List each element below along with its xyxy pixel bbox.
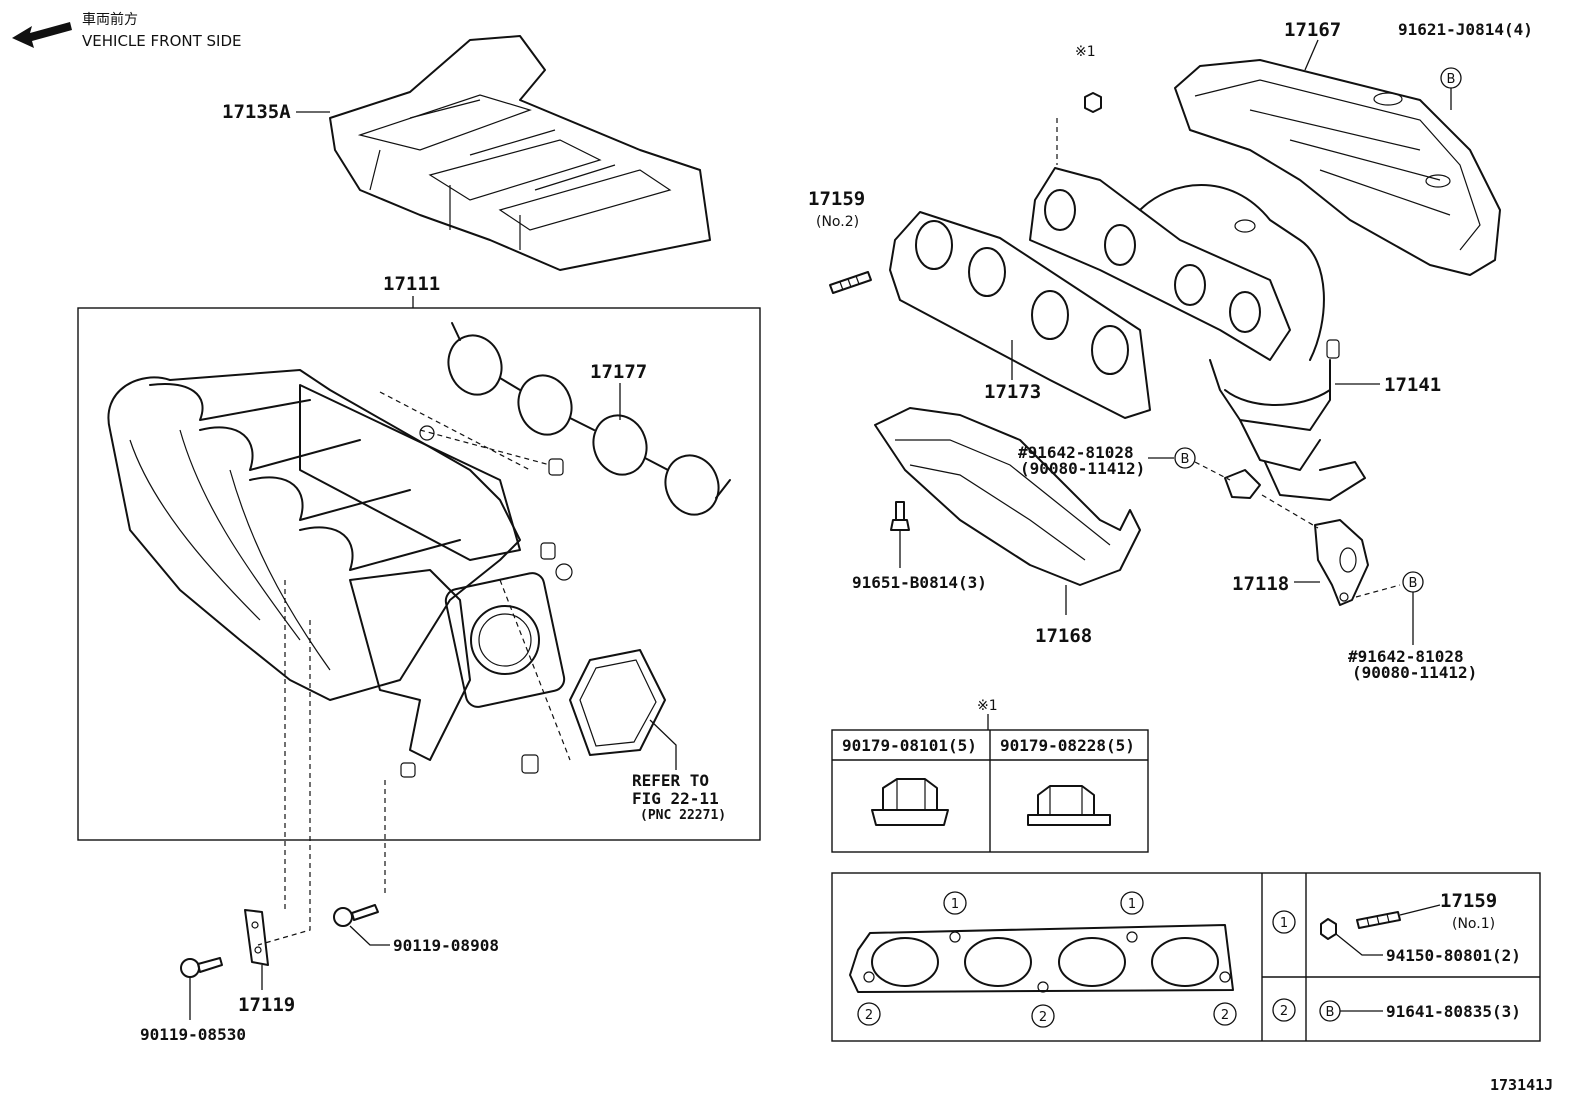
label-17118: 17118 (1232, 573, 1289, 595)
label-17141: 17141 (1384, 374, 1441, 396)
refer-line-1: REFER TO (632, 771, 709, 790)
stud-17159-no2 (829, 271, 872, 294)
intake-manifold-17111 (107, 369, 573, 778)
position-2-marker-c (1213, 1002, 1237, 1026)
stud-17159-no1 (1356, 911, 1401, 929)
position-2-marker-b-text: 2 (1039, 1010, 1047, 1025)
bracket-17119 (244, 909, 269, 966)
b-marker-b-text: B (1409, 576, 1418, 591)
row-2-marker-text: 2 (1280, 1004, 1288, 1019)
label-90119-08530: 90119-08530 (140, 1025, 246, 1044)
label-91621: 91621-J0814(4) (1398, 20, 1533, 39)
bolt-91651-b0814 (890, 501, 910, 531)
position-1-marker-a (943, 891, 967, 915)
nut-94150-icon (1320, 918, 1337, 940)
lower-heat-insulator-17168 (874, 407, 1141, 586)
vehicle-front-en-label: VEHICLE FRONT SIDE (82, 32, 242, 50)
exhaust-manifold-17141 (1029, 167, 1366, 501)
label-17173: 17173 (984, 381, 1041, 403)
label-17159-top-sub: (No.2) (816, 214, 859, 230)
intake-manifold-assembly-box (77, 307, 761, 841)
flange-nut-icon (871, 778, 949, 826)
label-91642-b: #91642-81028 (1348, 647, 1464, 666)
vehicle-front-arrow-icon (12, 22, 72, 48)
position-2-marker-a-text: 2 (865, 1008, 873, 1023)
nut-table-col1: 90179-08101(5) (842, 736, 977, 755)
label-17119: 17119 (238, 994, 295, 1016)
position-1-marker-b-text: 1 (1128, 897, 1136, 912)
mark-1-table: ※1 (977, 698, 998, 714)
position-1-marker-b (1120, 891, 1144, 915)
nut-table (831, 729, 1149, 853)
b-marker-text: B (1447, 72, 1456, 87)
b-marker-a-icon (1174, 447, 1196, 469)
position-1-marker-a-text: 1 (951, 897, 959, 912)
bracket-17118 (1224, 469, 1369, 606)
label-94150: 94150-80801(2) (1386, 946, 1521, 965)
row-1-marker (1272, 910, 1296, 934)
b-marker-row2-text: B (1326, 1005, 1335, 1020)
throttle-body-gasket (569, 649, 666, 756)
row-2-marker (1272, 998, 1296, 1022)
label-90119-08908: 90119-08908 (393, 936, 499, 955)
bolt-90119-08530 (180, 957, 223, 978)
exhaust-gasket-17173 (889, 211, 1151, 419)
engine-cover-17135a (329, 35, 711, 271)
label-17177: 17177 (590, 361, 647, 383)
label-17159-no1: 17159 (1440, 890, 1497, 912)
label-91641: 91641-80835(3) (1386, 1002, 1521, 1021)
gasket-outline (849, 924, 1234, 993)
nut-table-col2: 90179-08228(5) (1000, 736, 1135, 755)
label-17167: 17167 (1284, 19, 1341, 41)
upper-heat-insulator-17167 (1174, 59, 1501, 276)
b-marker-a-text: B (1181, 452, 1190, 467)
label-91651: 91651-B0814(3) (852, 573, 987, 592)
label-17135a: 17135A (222, 101, 291, 123)
intake-gasket-17177 (447, 322, 731, 516)
position-2-marker-b (1031, 1004, 1055, 1028)
vehicle-front-jp-label: 車両前方 (82, 11, 138, 28)
hex-nut-icon (1027, 785, 1111, 826)
label-90080-b: (90080-11412) (1352, 663, 1477, 682)
label-17159-no1-sub: (No.1) (1452, 916, 1495, 932)
nut-mark-1-icon (1084, 92, 1102, 113)
diagram-code: 173141J (1490, 1076, 1553, 1094)
label-91642-a: #91642-81028 (1018, 443, 1134, 462)
mark-1-top: ※1 (1075, 44, 1096, 60)
label-90080-a: (90080-11412) (1020, 459, 1145, 478)
label-17168: 17168 (1035, 625, 1092, 647)
label-17159-top: 17159 (808, 188, 865, 210)
label-17111: 17111 (383, 273, 440, 295)
row-1-marker-text: 1 (1280, 916, 1288, 931)
position-2-marker-c-text: 2 (1221, 1008, 1229, 1023)
refer-line-2: FIG 22-11 (632, 789, 719, 808)
refer-line-3: (PNC 22271) (640, 808, 726, 823)
gasket-position-table (831, 872, 1541, 1042)
position-2-marker-a (857, 1002, 881, 1026)
bolt-90119-08908 (333, 904, 379, 927)
